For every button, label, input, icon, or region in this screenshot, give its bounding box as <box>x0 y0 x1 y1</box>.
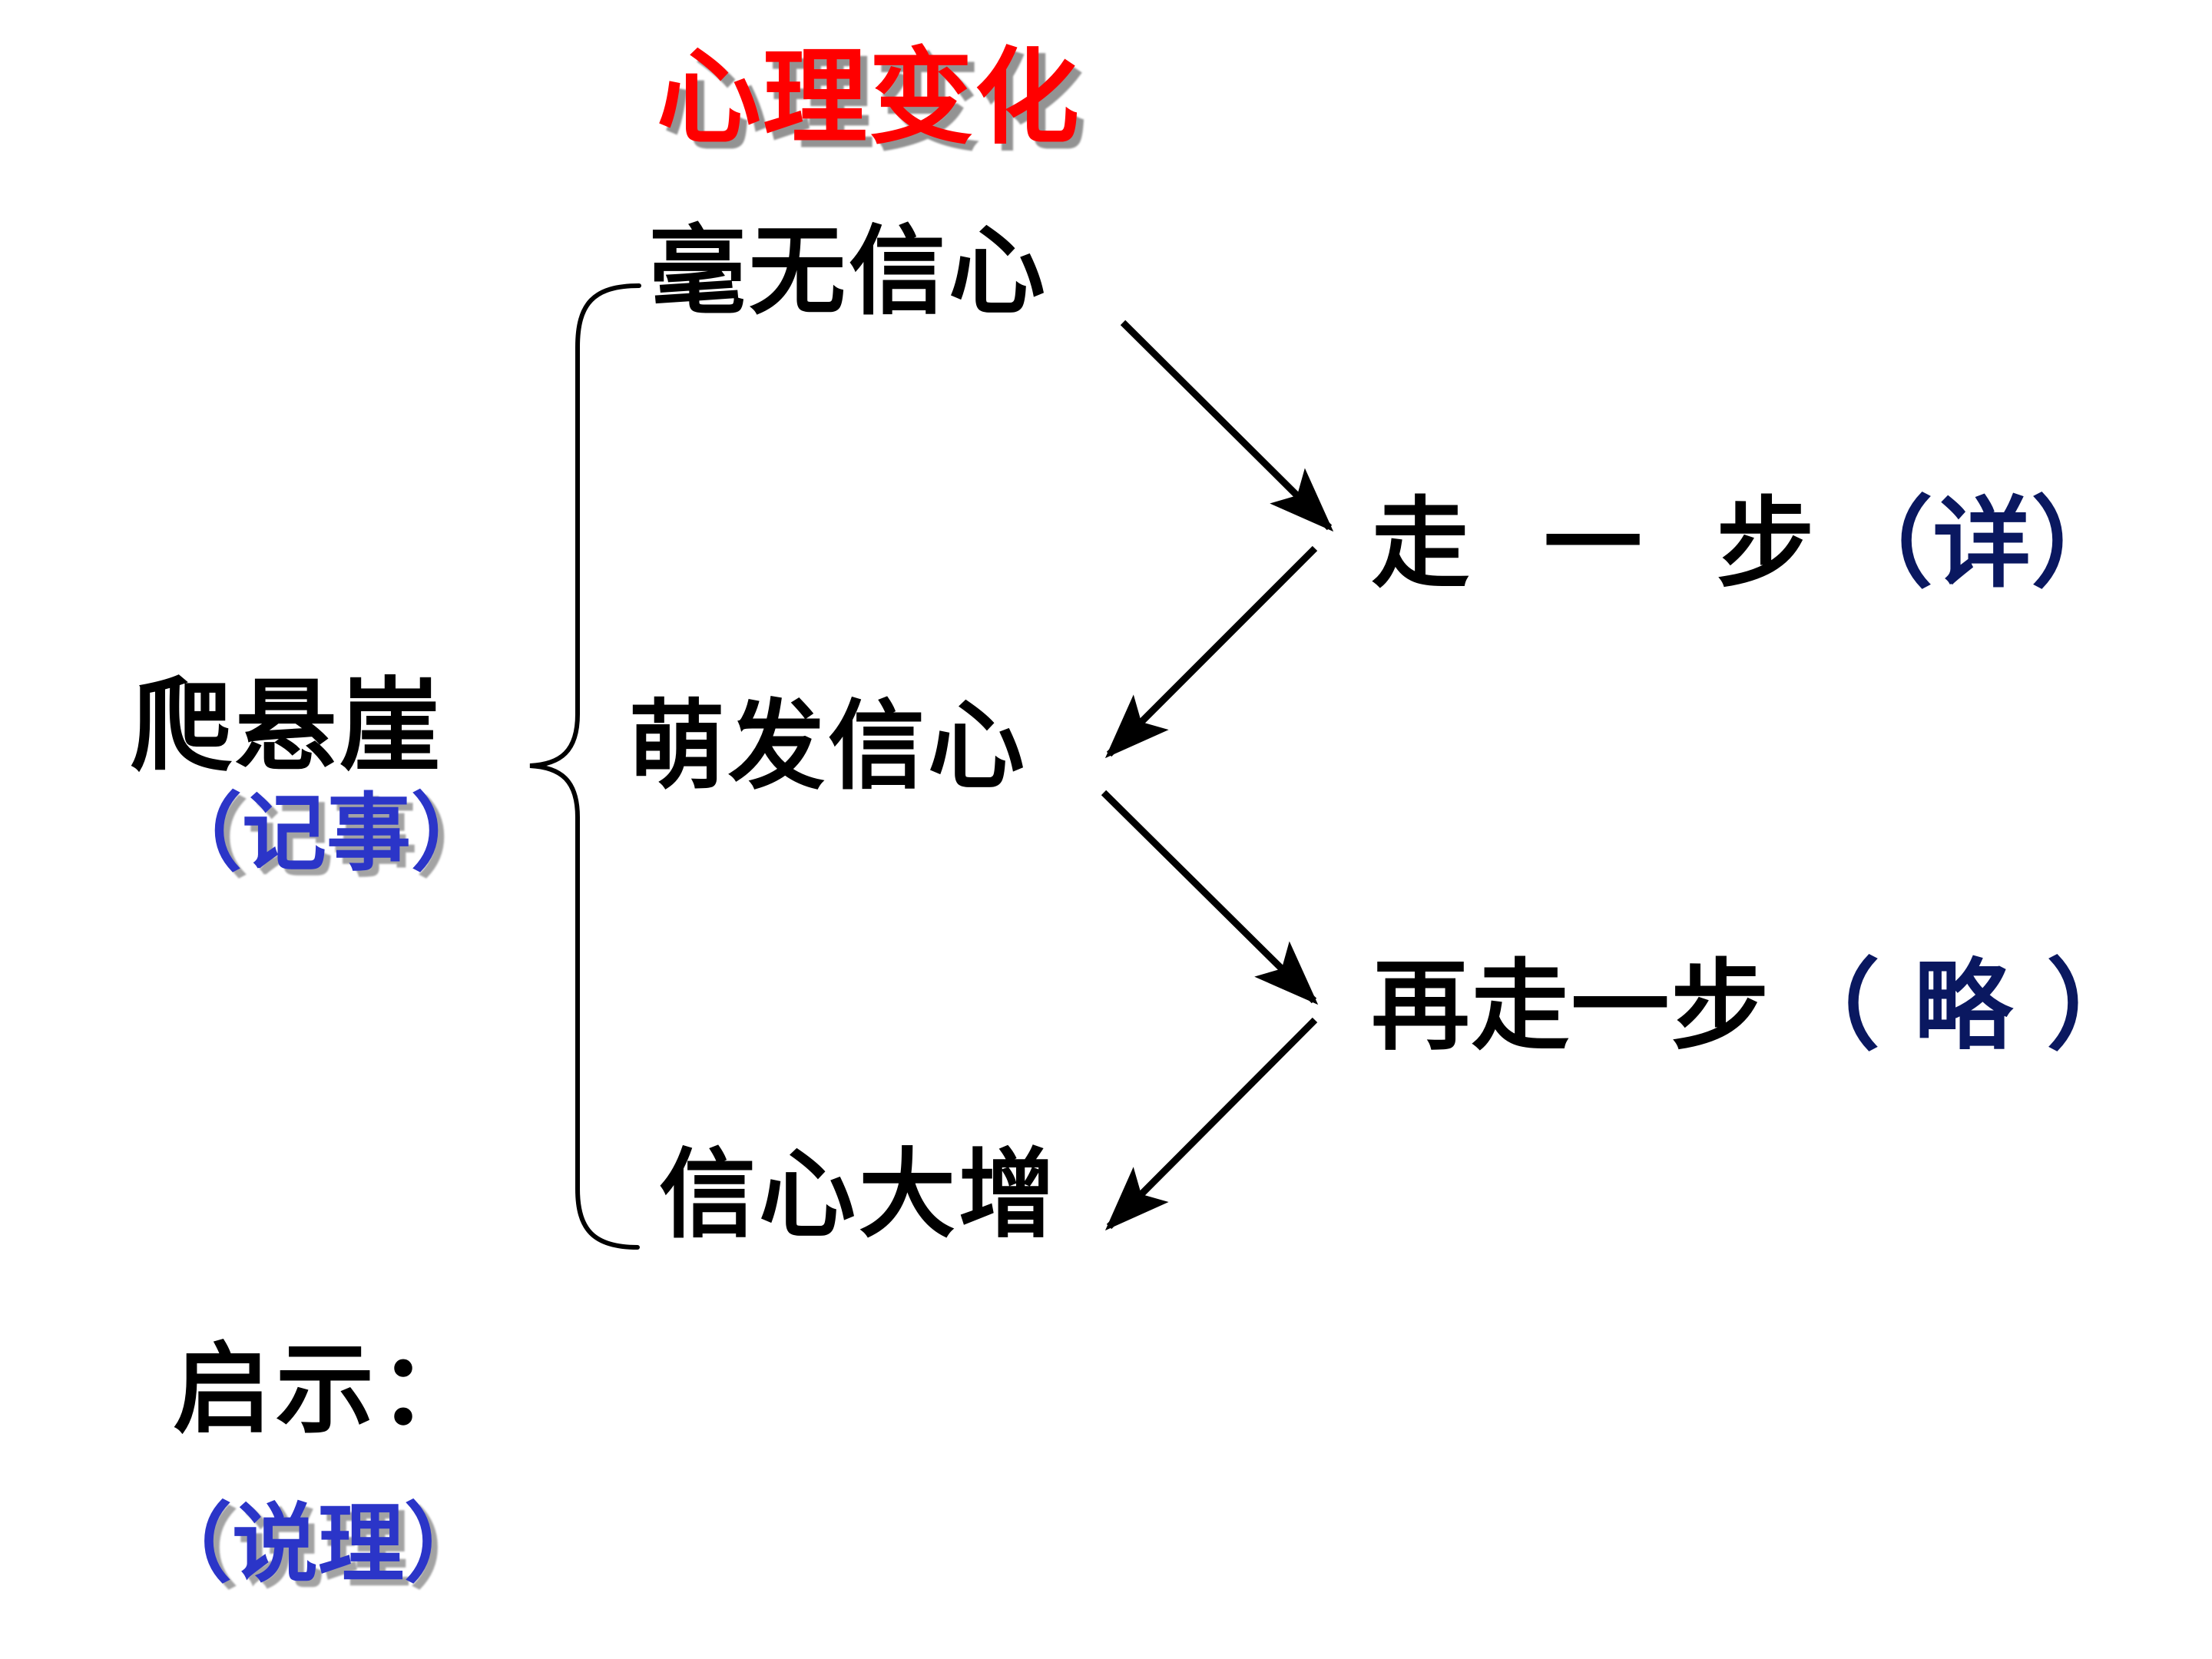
psych-state-3: 信心大增 <box>659 1137 1058 1251</box>
conclusion-label: 启示： <box>173 1332 482 1447</box>
arrow-zaizou-to-xinxin <box>1104 1017 1318 1231</box>
plot-step-2: 再走一步（ 略 ） <box>1356 945 2145 1068</box>
left-curly-brace <box>529 283 641 1250</box>
arrow-haowu-to-zouyibu <box>1120 320 1334 532</box>
root-node-label: 爬悬崖 <box>131 667 444 786</box>
arrow-zouyibu-to-mengfa <box>1104 545 1318 759</box>
plot-step-1-note: （详） <box>1834 486 2130 601</box>
plot-step-2-note: （ 略 ） <box>1781 949 2145 1064</box>
root-node-genre-label: （记事） <box>157 784 495 882</box>
plot-step-1-label: 走 一 步 <box>1371 486 1835 601</box>
plot-step-2-label: 再走一步 <box>1371 949 1771 1064</box>
arrow-mengfa-to-zaizou <box>1101 790 1319 1005</box>
psych-state-1: 毫无信心 <box>649 214 1048 328</box>
psych-state-2: 萌发信心 <box>628 689 1028 803</box>
plot-step-1: 走 一 步（详） <box>1356 482 2130 605</box>
conclusion-genre-label: （说理） <box>146 1495 490 1594</box>
page-title: 心理变化 <box>657 38 1081 159</box>
